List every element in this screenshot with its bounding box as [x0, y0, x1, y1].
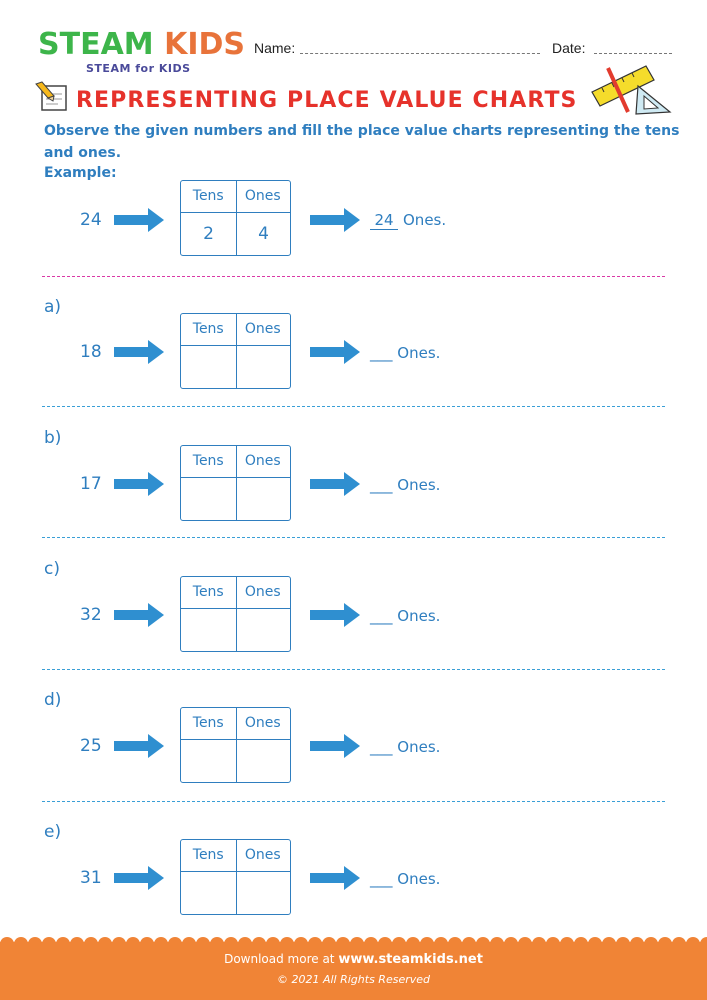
right-arrow-icon [114, 603, 164, 627]
logo-kids-text: KIDS [164, 27, 246, 62]
divider [42, 669, 665, 670]
question-letter: a) [44, 297, 62, 317]
question-number: 25 [80, 736, 102, 756]
question-number: 31 [80, 868, 102, 888]
date-label: Date: [552, 40, 586, 56]
example-answer: 24 Ones. [370, 211, 446, 230]
right-arrow-icon [310, 208, 360, 232]
answer-field[interactable]: ___ Ones. [370, 344, 440, 362]
tens-input-cell[interactable] [181, 608, 236, 651]
tens-input-cell[interactable] [181, 345, 236, 388]
answer-field[interactable]: ___ Ones. [370, 738, 440, 756]
ones-input-cell[interactable] [236, 608, 291, 651]
answer-blank[interactable]: ___ [370, 607, 393, 625]
example-place-value-chart: Tens Ones 2 4 [180, 180, 291, 256]
ones-input-cell[interactable] [236, 345, 291, 388]
footer-download-prefix: Download more at [224, 952, 339, 966]
ones-input-cell[interactable] [236, 739, 291, 782]
question-letter: e) [44, 822, 62, 842]
question-number: 32 [80, 605, 102, 625]
ones-header: Ones [244, 321, 281, 337]
right-arrow-icon [114, 866, 164, 890]
name-field[interactable] [300, 52, 540, 54]
answer-blank[interactable]: ___ [370, 344, 393, 362]
instruction-text: Observe the given numbers and fill the p… [44, 123, 680, 161]
right-arrow-icon [310, 866, 360, 890]
answer-suffix: Ones. [397, 476, 441, 494]
ones-header: Ones [244, 715, 281, 731]
right-arrow-icon [310, 734, 360, 758]
answer-field[interactable]: ___ Ones. [370, 607, 440, 625]
answer-field[interactable]: ___ Ones. [370, 870, 440, 888]
logo-steam-text: STEAM [38, 27, 154, 62]
ruler-pencil-icon [591, 65, 672, 115]
footer: Download more at www.steamkids.net © 202… [0, 942, 707, 1000]
ones-input-cell[interactable] [236, 477, 291, 520]
ones-input-cell[interactable] [236, 871, 291, 914]
divider [42, 406, 665, 407]
place-value-chart: Tens Ones [180, 445, 291, 521]
tens-header: Tens [192, 847, 224, 863]
right-arrow-icon [114, 734, 164, 758]
tens-header: Tens [192, 584, 224, 600]
place-value-chart: Tens Ones [180, 576, 291, 652]
answer-field[interactable]: ___ Ones. [370, 476, 440, 494]
right-arrow-icon [310, 603, 360, 627]
footer-site-link[interactable]: www.steamkids.net [338, 952, 483, 967]
ones-cell: 4 [258, 224, 269, 244]
tens-header: Tens [192, 715, 224, 731]
ones-header: Ones [244, 584, 281, 600]
right-arrow-icon [114, 340, 164, 364]
place-value-chart: Tens Ones [180, 839, 291, 915]
answer-blank[interactable]: ___ [370, 476, 393, 494]
answer-suffix: Ones. [403, 211, 447, 229]
tens-cell: 2 [203, 224, 214, 244]
tens-input-cell[interactable] [181, 871, 236, 914]
place-value-chart: Tens Ones [180, 313, 291, 389]
ones-header: Ones [244, 453, 281, 469]
answer-suffix: Ones. [397, 870, 441, 888]
right-arrow-icon [114, 208, 164, 232]
right-arrow-icon [114, 472, 164, 496]
question-letter: c) [44, 559, 60, 579]
steam-kids-logo: STEAM KIDS STEAM for KIDS [38, 27, 245, 80]
divider [42, 537, 665, 538]
question-letter: d) [44, 690, 62, 710]
pencil-paper-icon [35, 81, 67, 111]
logo-subtitle: STEAM for KIDS [86, 62, 191, 75]
name-label: Name: [254, 40, 296, 56]
tens-input-cell[interactable] [181, 477, 236, 520]
example-divider [42, 276, 665, 277]
answer-blank[interactable]: ___ [370, 870, 393, 888]
footer-copyright: © 2021 All Rights Reserved [276, 973, 430, 986]
tens-input-cell[interactable] [181, 739, 236, 782]
tens-header: Tens [192, 321, 224, 337]
example-number: 24 [80, 210, 102, 230]
answer-blank[interactable]: ___ [370, 738, 393, 756]
footer-download-line: Download more at www.steamkids.net [0, 952, 707, 967]
right-arrow-icon [310, 340, 360, 364]
question-number: 18 [80, 342, 102, 362]
tens-header: Tens [192, 453, 224, 469]
ones-header: Ones [244, 188, 281, 204]
date-field[interactable] [594, 52, 672, 54]
tens-header: Tens [192, 188, 224, 204]
ones-header: Ones [244, 847, 281, 863]
answer-suffix: Ones. [397, 607, 441, 625]
right-arrow-icon [310, 472, 360, 496]
answer-suffix: Ones. [397, 738, 441, 756]
question-number: 17 [80, 474, 102, 494]
page-title: REPRESENTING PLACE VALUE CHARTS [76, 88, 578, 113]
example-label: Example: [44, 165, 117, 181]
divider [42, 801, 665, 802]
place-value-chart: Tens Ones [180, 707, 291, 783]
answer-suffix: Ones. [397, 344, 441, 362]
question-letter: b) [44, 428, 62, 448]
example-answer-value: 24 [370, 211, 398, 230]
